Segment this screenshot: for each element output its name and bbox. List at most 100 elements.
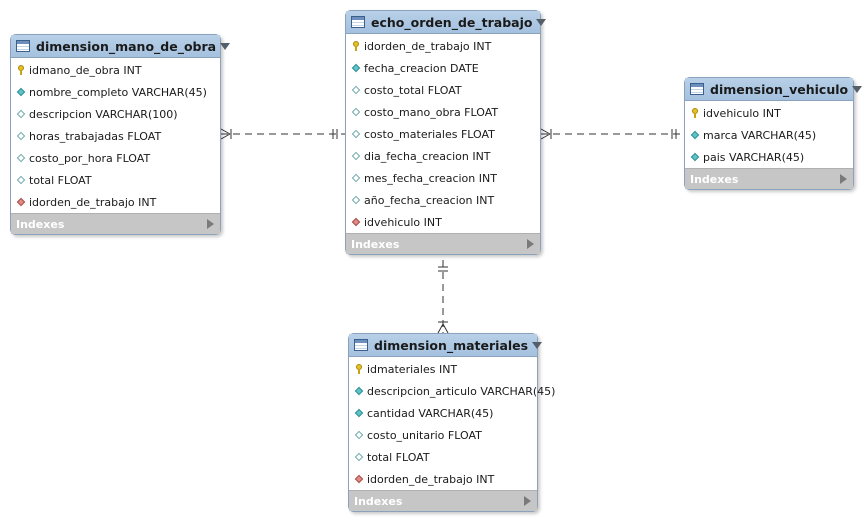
column-row[interactable]: cantidad VARCHAR(45)	[349, 402, 537, 424]
column-row[interactable]: idmano_de_obra INT	[11, 59, 220, 81]
column-row[interactable]: descripcion VARCHAR(100)	[11, 103, 220, 125]
column-row[interactable]: mes_fecha_creacion INT	[346, 167, 540, 189]
table-dimension-materiales[interactable]: dimension_materiales idmateriales INT des…	[348, 333, 555, 512]
table-header[interactable]: dimension_materiales	[349, 334, 543, 357]
indexes-section[interactable]: Indexes	[346, 233, 540, 254]
column-list: idmano_de_obra INT nombre_completo VARCHA…	[11, 58, 220, 213]
column-label: idmateriales INT	[367, 362, 458, 376]
column-row[interactable]: idorden_de_trabajo INT	[346, 35, 540, 57]
column-key-marker	[15, 109, 26, 119]
column-key-marker	[350, 173, 361, 183]
column-label: idorden_de_trabajo INT	[364, 39, 492, 53]
column-key-marker	[353, 430, 364, 440]
column-row[interactable]: marca VARCHAR(45)	[685, 124, 853, 146]
column-row[interactable]: costo_total FLOAT	[346, 79, 540, 101]
indexes-label: Indexes	[354, 494, 403, 508]
table-dimension-mano-de-obra[interactable]: dimension_mano_de_obra idmano_de_obra IN…	[10, 34, 231, 235]
crow-foot-many-icon	[437, 321, 449, 334]
column-label: descripcion_articulo VARCHAR(45)	[367, 384, 556, 398]
column-label: costo_materiales FLOAT	[364, 127, 495, 141]
table-title: dimension_materiales	[374, 337, 529, 353]
column-row[interactable]: horas_trabajadas FLOAT	[11, 125, 220, 147]
column-row[interactable]: idvehiculo INT	[346, 211, 540, 233]
collapse-arrow-icon[interactable]	[536, 18, 547, 26]
column-label: pais VARCHAR(45)	[703, 150, 805, 164]
column-key-marker	[15, 87, 26, 97]
column-label: mes_fecha_creacion INT	[364, 171, 497, 185]
column-row[interactable]: idorden_de_trabajo INT	[11, 191, 220, 213]
nullable-diamond-icon	[351, 173, 360, 183]
indexes-section[interactable]: Indexes	[685, 168, 853, 189]
column-label: nombre_completo VARCHAR(45)	[29, 85, 207, 99]
nullable-diamond-icon	[351, 195, 360, 205]
expand-arrow-icon[interactable]	[527, 239, 534, 249]
nullable-diamond-icon	[16, 109, 25, 119]
nullable-diamond-icon	[351, 107, 360, 117]
column-list: idmateriales INT descripcion_articulo VAR…	[349, 357, 555, 490]
table-header[interactable]: echo_orden_de_trabajo	[346, 11, 547, 34]
column-row[interactable]: dia_fecha_creacion INT	[346, 145, 540, 167]
table-header[interactable]: dimension_mano_de_obra	[11, 35, 231, 58]
collapse-arrow-icon[interactable]	[532, 341, 543, 349]
column-key-marker	[350, 151, 361, 161]
column-row[interactable]: descripcion_articulo VARCHAR(45)	[349, 380, 555, 402]
indexes-section[interactable]: Indexes	[11, 213, 220, 234]
column-row[interactable]: costo_mano_obra FLOAT	[346, 101, 540, 123]
nullable-diamond-icon	[16, 153, 25, 163]
expand-arrow-icon[interactable]	[840, 174, 847, 184]
table-echo-orden-de-trabajo[interactable]: echo_orden_de_trabajo idorden_de_trabajo…	[345, 10, 547, 255]
not-null-diamond-icon	[690, 130, 699, 140]
column-key-marker	[353, 364, 364, 374]
column-key-marker	[350, 85, 361, 95]
column-row[interactable]: año_fecha_creacion INT	[346, 189, 540, 211]
column-label: dia_fecha_creacion INT	[364, 149, 491, 163]
column-key-marker	[353, 408, 364, 418]
column-row[interactable]: idvehiculo INT	[685, 102, 853, 124]
column-key-marker	[350, 217, 361, 227]
table-icon	[351, 16, 365, 28]
mandatory-one-icon	[438, 266, 448, 272]
expand-arrow-icon[interactable]	[524, 496, 531, 506]
column-list: idorden_de_trabajo INT fecha_creacion DAT…	[346, 34, 540, 233]
indexes-section[interactable]: Indexes	[349, 490, 537, 511]
column-key-marker	[15, 65, 26, 75]
column-row[interactable]: costo_materiales FLOAT	[346, 123, 540, 145]
column-label: marca VARCHAR(45)	[703, 128, 817, 142]
column-key-marker	[689, 108, 700, 118]
relationship-orden-vehiculo[interactable]	[540, 128, 684, 140]
crow-foot-many-icon	[540, 128, 552, 140]
relationship-mano-obra-orden[interactable]	[220, 128, 345, 140]
column-row[interactable]: fecha_creacion DATE	[346, 57, 540, 79]
primary-key-icon	[352, 41, 359, 51]
column-label: total FLOAT	[29, 173, 92, 187]
column-key-marker	[350, 195, 361, 205]
column-row[interactable]: costo_unitario FLOAT	[349, 424, 537, 446]
foreign-key-diamond-icon	[351, 217, 360, 227]
relationship-orden-materiales[interactable]	[437, 260, 449, 334]
column-row[interactable]: costo_por_hora FLOAT	[11, 147, 220, 169]
column-list: idvehiculo INT marca VARCHAR(45) pais VARC…	[685, 101, 853, 168]
column-row[interactable]: idmateriales INT	[349, 358, 537, 380]
foreign-key-diamond-icon	[354, 474, 363, 484]
table-title: dimension_vehiculo	[710, 81, 849, 97]
column-label: idorden_de_trabajo INT	[29, 195, 157, 209]
table-header[interactable]: dimension_vehiculo	[685, 78, 863, 101]
primary-key-icon	[691, 108, 698, 118]
column-key-marker	[350, 107, 361, 117]
column-label: costo_por_hora FLOAT	[29, 151, 151, 165]
expand-arrow-icon[interactable]	[207, 219, 214, 229]
nullable-diamond-icon	[351, 85, 360, 95]
column-row[interactable]: nombre_completo VARCHAR(45)	[11, 81, 220, 103]
column-row[interactable]: total FLOAT	[11, 169, 220, 191]
collapse-arrow-icon[interactable]	[852, 85, 863, 93]
column-row[interactable]: pais VARCHAR(45)	[685, 146, 853, 168]
indexes-label: Indexes	[690, 172, 739, 186]
nullable-diamond-icon	[351, 129, 360, 139]
column-row[interactable]: total FLOAT	[349, 446, 537, 468]
column-key-marker	[689, 130, 700, 140]
not-null-diamond-icon	[354, 386, 363, 396]
collapse-arrow-icon[interactable]	[220, 42, 231, 50]
column-row[interactable]: idorden_de_trabajo INT	[349, 468, 537, 490]
table-dimension-vehiculo[interactable]: dimension_vehiculo idvehiculo INT marca V…	[684, 77, 863, 190]
